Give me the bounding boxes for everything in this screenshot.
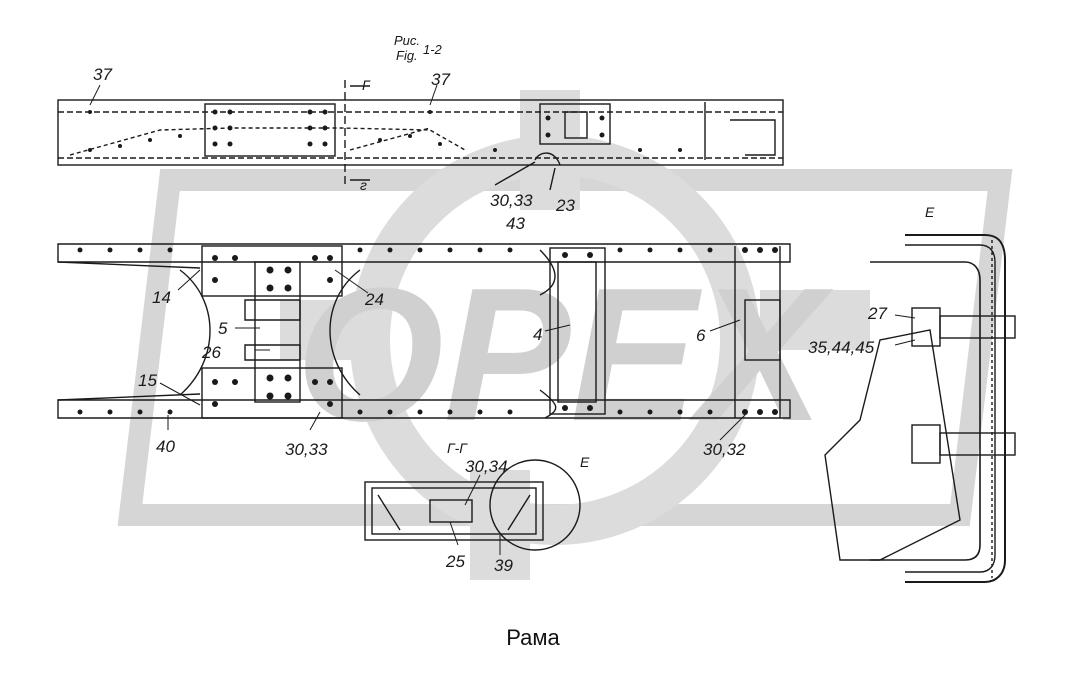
callout-30-32: 30,32 — [703, 440, 746, 459]
callout-14: 14 — [152, 288, 171, 307]
figure-ref-en: Fig. — [396, 48, 418, 63]
callout-30-34: 30,34 — [465, 457, 508, 476]
side-view-rail — [57, 80, 784, 191]
callout-35-44-45: 35,44,45 — [808, 338, 875, 357]
callout-24: 24 — [365, 290, 384, 309]
callout-27: 27 — [868, 304, 887, 323]
callout-25: 25 — [446, 552, 465, 571]
svg-text:OPEX: OPEX — [296, 249, 834, 461]
figure-number: 1-2 — [423, 42, 442, 57]
callout-30-33-top: 30,33 — [490, 191, 533, 210]
callout-43: 43 — [506, 214, 525, 233]
section-mark-bottom: г — [360, 177, 367, 193]
detail-mark-plan: Е — [580, 454, 590, 470]
detail-e-view — [824, 234, 1016, 583]
callout-37-right: 37 — [431, 70, 450, 89]
callout-15: 15 — [138, 371, 157, 390]
callout-5: 5 — [218, 319, 228, 338]
callout-30-33-bottom: 30,33 — [285, 440, 328, 459]
rivet-dots-top — [88, 109, 682, 152]
figure-caption: Рама — [506, 625, 560, 650]
opex-watermark: OPEX — [117, 90, 1013, 580]
callout-6: 6 — [696, 326, 706, 345]
callout-23: 23 — [556, 196, 575, 215]
figure-ref-ru: Рис. — [394, 33, 421, 48]
section-title: Г-Г — [447, 440, 467, 456]
plan-view-frame — [57, 243, 791, 419]
callout-37-left: 37 — [93, 65, 112, 84]
callout-4: 4 — [533, 325, 543, 344]
callout-39: 39 — [494, 556, 513, 575]
leader-lines — [89, 84, 916, 555]
section-mark-top: Г — [362, 77, 370, 93]
callout-40: 40 — [156, 437, 175, 456]
detail-mark-view: Е — [925, 204, 935, 220]
callout-26: 26 — [202, 343, 221, 362]
rivet-dots-plan — [77, 247, 778, 415]
